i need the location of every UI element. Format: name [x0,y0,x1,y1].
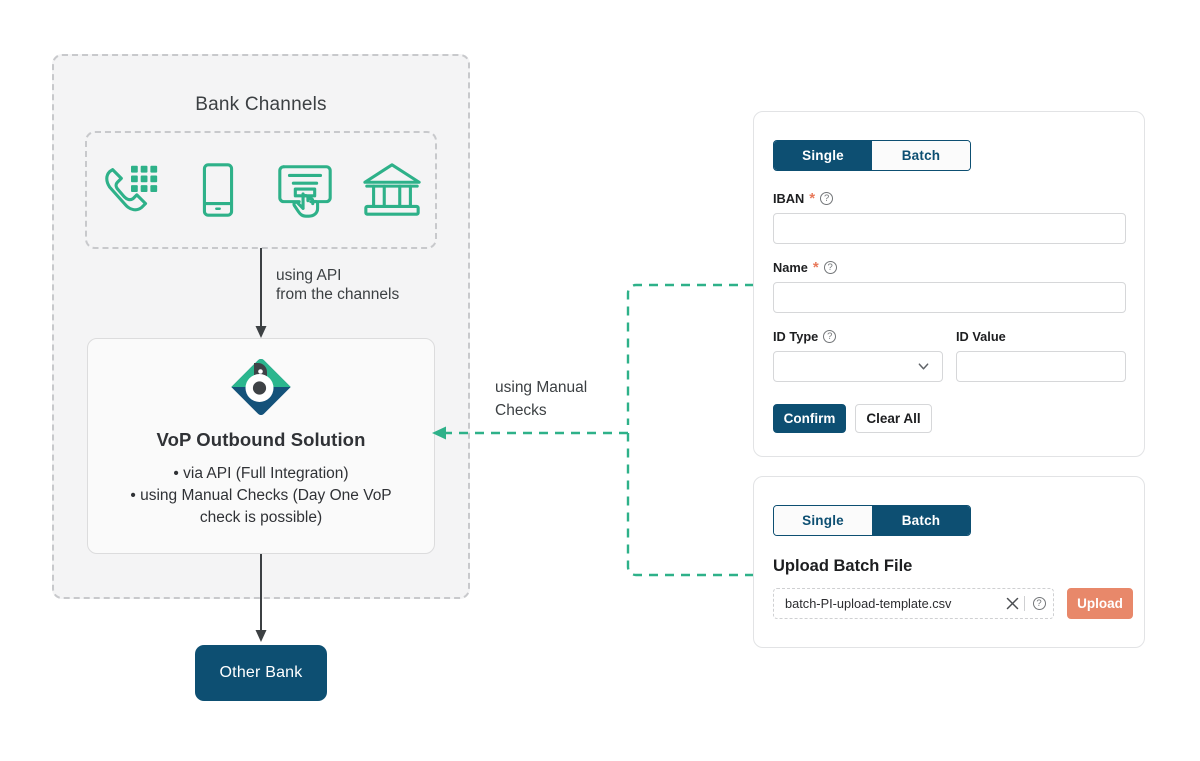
manual-checks-connector [432,283,754,577]
close-icon [1006,597,1018,610]
manual-checks-label: using Manual Checks [495,379,588,419]
vop-card-title: VoP Outbound Solution [156,429,366,450]
api-flow-arrow [255,248,267,338]
batch-upload-panel: Single Batch Upload Batch File batch-PI-… [753,476,1145,648]
clear-file-button[interactable] [1000,597,1024,610]
tab-batch-batch-panel-label: Batch [901,513,941,528]
phone-keypad-icon [104,165,157,212]
tab-single-batch-panel-label: Single [802,513,844,528]
confirm-button[interactable]: Confirm [773,404,846,433]
single-check-panel: Single Batch IBAN * ? Name * ? ID Type ? [753,111,1145,457]
iban-required-asterisk: * [809,189,816,207]
upload-batch-file-heading: Upload Batch File [773,557,913,575]
clear-all-button[interactable]: Clear All [855,404,932,433]
tab-batch-batch-panel[interactable]: Batch [872,506,970,535]
id-type-select[interactable] [773,351,943,382]
vop-bullet-api: • via API (Full Integration) [173,465,349,482]
tab-single-label: Single [802,148,844,163]
other-bank-flow-arrow [255,554,267,642]
name-required-asterisk: * [812,258,819,276]
selected-file-name: batch-PI-upload-template.csv [785,596,952,611]
vop-bullet-manual: • using Manual Checks (Day One VoP check… [130,487,392,526]
api-flow-label: using API from the channels [276,267,400,303]
mode-toggle-batch-panel[interactable]: Single Batch [773,505,971,536]
tab-single[interactable]: Single [774,141,872,170]
tab-single-batch-panel[interactable]: Single [774,506,872,535]
upload-button-label: Upload [1077,596,1123,611]
name-input[interactable] [773,282,1126,313]
other-bank-label: Other Bank [219,664,303,681]
other-bank-node: Other Bank [195,645,327,701]
name-help-icon[interactable]: ? [823,261,837,274]
file-chooser-row[interactable]: batch-PI-upload-template.csv ? [773,588,1054,619]
mobile-phone-icon [202,163,233,217]
mode-toggle-single-panel[interactable]: Single Batch [773,140,971,171]
chevron-down-icon [918,362,929,370]
vop-brand-logo [231,358,291,415]
vop-outbound-solution-card: VoP Outbound Solution • via API (Full In… [87,338,435,554]
id-type-help-icon[interactable]: ? [823,330,837,343]
upload-button[interactable]: Upload [1067,588,1133,619]
vop-card-bullets: • via API (Full Integration) • using Man… [100,463,422,529]
id-value-input[interactable] [956,351,1126,382]
iban-help-icon[interactable]: ? [820,192,834,205]
bank-building-icon [362,163,421,216]
tab-batch-label: Batch [901,148,941,163]
file-row-divider [1024,596,1025,611]
file-help-button[interactable]: ? [1025,597,1053,610]
tab-batch[interactable]: Batch [872,141,970,170]
bank-channels-title: Bank Channels [195,94,327,115]
channel-icons-group [85,131,437,249]
iban-label: IBAN * ? [773,189,834,207]
question-mark-icon: ? [1032,597,1046,610]
id-value-label: ID Value [956,329,1006,344]
id-type-label: ID Type ? [773,329,837,344]
confirm-button-label: Confirm [783,411,836,426]
clear-all-button-label: Clear All [866,411,921,426]
iban-input[interactable] [773,213,1126,244]
atm-touchscreen-icon [277,165,332,218]
name-label: Name * ? [773,260,837,275]
